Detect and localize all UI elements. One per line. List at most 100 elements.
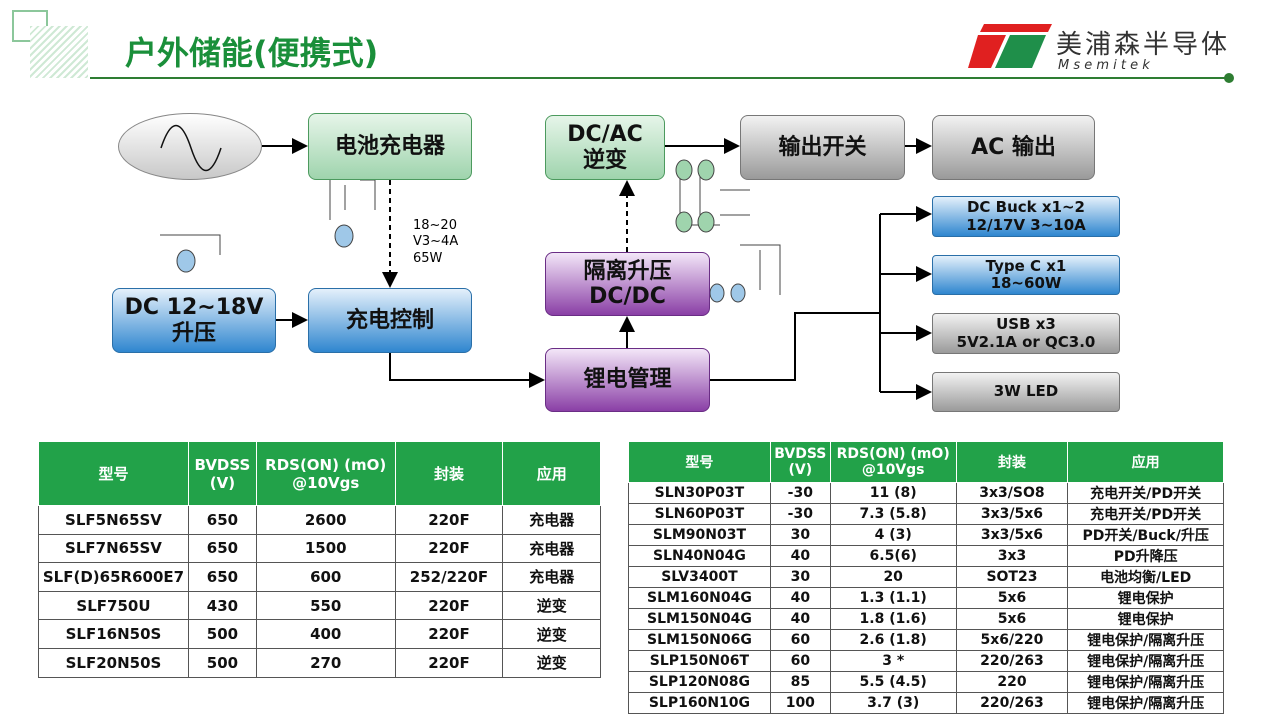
table-cell: 60 <box>769 629 831 651</box>
table-cell: 650 <box>187 562 257 592</box>
column-header: 封装 <box>394 441 504 506</box>
label: DC/DC <box>589 284 666 309</box>
label: 5V2.1A or QC3.0 <box>956 332 1096 351</box>
table-cell: 3x3/5x6 <box>955 524 1069 546</box>
table-cell: SLF7N65SV <box>38 533 189 564</box>
table-cell: 220F <box>394 533 504 564</box>
table-cell: -30 <box>769 503 831 525</box>
table-cell: SLF5N65SV <box>38 505 189 535</box>
led-block: 3W LED <box>932 372 1120 412</box>
label: 逆变 <box>582 147 627 173</box>
divider-dot <box>1224 73 1234 83</box>
table-cell: SLM150N06G <box>628 629 771 651</box>
table-cell: SLV3400T <box>628 566 771 588</box>
table-cell: 270 <box>255 647 396 678</box>
table-cell: 锂电保护/隔离升压 <box>1067 671 1224 693</box>
sine-wave-icon <box>160 125 222 171</box>
logo-cn: 美浦森半导体 <box>1056 30 1231 60</box>
table-cell: 4 (3) <box>829 524 957 546</box>
table-cell: 400 <box>255 619 396 649</box>
table-cell: 220F <box>394 590 504 621</box>
table-cell: 5x6 <box>955 587 1069 609</box>
table-cell: 500 <box>187 619 257 649</box>
table-cell: 550 <box>255 590 396 621</box>
spec-line: V3~4A <box>413 234 459 250</box>
table-cell: SLF16N50S <box>38 619 189 649</box>
ac-output-block: AC 输出 <box>932 115 1095 180</box>
label: Type C x1 <box>985 256 1067 275</box>
output-switch-block: 输出开关 <box>740 115 905 180</box>
table-cell: 220 <box>955 671 1069 693</box>
table-cell: 电池均衡/LED <box>1067 566 1224 588</box>
circuit-sketch <box>160 159 781 303</box>
table-cell: 60 <box>769 650 831 672</box>
table-cell: 锂电保护/隔离升压 <box>1067 629 1224 651</box>
table-cell: 1500 <box>255 533 396 564</box>
table-cell: SLM160N04G <box>628 587 771 609</box>
label: 升压 <box>171 320 216 346</box>
table-cell: 逆变 <box>502 590 601 621</box>
column-header: BVDSS (V) <box>769 441 831 483</box>
table-cell: 充电开关/PD开关 <box>1067 482 1224 504</box>
table-cell: 逆变 <box>502 647 601 678</box>
table-cell: 5x6/220 <box>955 629 1069 651</box>
label: DC 12~18V <box>124 295 264 321</box>
table-cell: 650 <box>187 505 257 535</box>
table-cell: SLF20N50S <box>38 647 189 678</box>
column-header: 封装 <box>955 441 1069 483</box>
table-cell: 充电器 <box>502 562 601 592</box>
label: DC Buck x1~2 <box>966 198 1085 217</box>
table-cell: 430 <box>187 590 257 621</box>
table-cell: 220F <box>394 619 504 649</box>
table-cell: SLN40N04G <box>628 545 771 567</box>
column-header: 应用 <box>502 441 601 506</box>
table-cell: 600 <box>255 562 396 592</box>
diagram-connectors <box>160 138 932 400</box>
table-cell: 650 <box>187 533 257 564</box>
charge-control-block: 充电控制 <box>308 288 472 353</box>
table-cell: SLM150N04G <box>628 608 771 630</box>
ac-source <box>118 113 262 180</box>
table-cell: 40 <box>769 587 831 609</box>
table-cell: 40 <box>769 608 831 630</box>
table-cell: 3 * <box>829 650 957 672</box>
table-cell: 锂电保护 <box>1067 587 1224 609</box>
table-cell: SLF(D)65R600E7 <box>38 562 189 592</box>
table-cell: 252/220F <box>394 562 504 592</box>
label: 12/17V 3~10A <box>966 215 1086 234</box>
table-cell: 锂电保护/隔离升压 <box>1067 650 1224 672</box>
table-cell: 20 <box>829 566 957 588</box>
table-cell: 充电器 <box>502 533 601 564</box>
column-header: 型号 <box>38 441 189 506</box>
column-header: BVDSS (V) <box>187 441 257 506</box>
table-cell: SLN60P03T <box>628 503 771 525</box>
table-cell: 2600 <box>255 505 396 535</box>
table-cell: PD开关/Buck/升压 <box>1067 524 1224 546</box>
table-cell: 6.5(6) <box>829 545 957 567</box>
logo-en: M s e m i t e k <box>1058 58 1150 73</box>
table-cell: SLP120N08G <box>628 671 771 693</box>
table-cell: 11 (8) <box>829 482 957 504</box>
